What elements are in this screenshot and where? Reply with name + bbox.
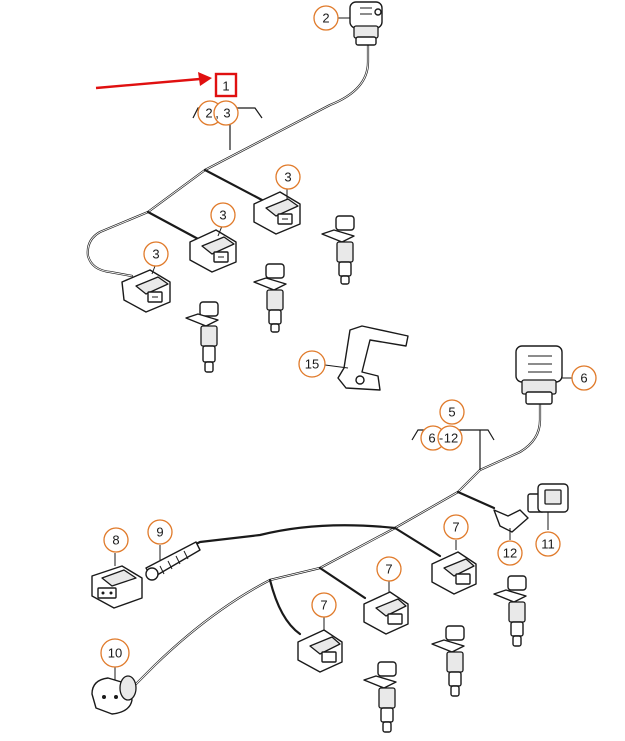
callout-9-label: 9	[156, 525, 163, 540]
callout-8[interactable]: 8	[103, 527, 129, 553]
callout-7-a-label: 7	[452, 520, 459, 535]
injector-upper-2	[253, 263, 287, 333]
callout-6-12-label-a: 6	[428, 431, 435, 446]
callout-6[interactable]: 6	[571, 365, 597, 391]
callout-5[interactable]: 5	[439, 399, 465, 425]
callout-2-3-label-b: 3	[223, 106, 230, 121]
svg-text:,: ,	[215, 106, 219, 121]
connector-7-a[interactable]	[431, 551, 477, 595]
callout-6-label: 6	[580, 371, 587, 386]
callout-2-3-label-a: 2	[205, 106, 212, 121]
connector-7-b[interactable]	[363, 591, 409, 635]
bracket-15[interactable]	[337, 325, 409, 391]
callout-8-label: 8	[112, 533, 119, 548]
callout-3-a[interactable]: 3	[143, 241, 169, 267]
callout-12-label: 12	[503, 546, 517, 561]
callout-2-label: 2	[322, 11, 329, 26]
callout-15-label: 15	[305, 357, 319, 372]
callout-7-b-label: 7	[385, 562, 392, 577]
leader-lines	[114, 17, 572, 680]
callout-3-a-label: 3	[152, 247, 159, 262]
callout-1-highlighted[interactable]: 1	[214, 72, 238, 98]
connector-7-c[interactable]	[297, 629, 343, 673]
callout-7-b[interactable]: 7	[376, 556, 402, 582]
elbow-connector-12[interactable]	[493, 509, 529, 533]
callout-6-12[interactable]: 6 - 12	[420, 425, 463, 451]
connector-11[interactable]	[527, 483, 569, 513]
callout-2-3[interactable]: 2 , 3	[197, 100, 239, 126]
callout-11[interactable]: 11	[535, 531, 561, 557]
connector-6[interactable]	[515, 345, 563, 405]
callout-6-12-sep: -	[439, 431, 443, 446]
callout-3-c-label: 3	[284, 170, 291, 185]
connector-3-a[interactable]	[121, 269, 171, 313]
injector-upper-3	[321, 215, 355, 285]
connector-3-b[interactable]	[189, 229, 237, 273]
callout-3-c[interactable]: 3	[275, 164, 301, 190]
callout-3-b-label: 3	[219, 208, 226, 223]
callout-15[interactable]: 15	[298, 350, 326, 378]
injector-lower-1	[493, 575, 527, 647]
connector-2-top[interactable]	[349, 1, 383, 46]
callout-7-c[interactable]: 7	[311, 592, 337, 618]
callout-10[interactable]: 10	[100, 638, 130, 668]
injector-lower-3	[363, 661, 397, 733]
callout-3-b[interactable]: 3	[210, 202, 236, 228]
callout-2-top[interactable]: 2	[313, 5, 339, 31]
callout-9[interactable]: 9	[147, 519, 173, 545]
sensor-9[interactable]	[145, 541, 201, 581]
lower-harness	[133, 398, 542, 687]
callout-12[interactable]: 12	[497, 540, 523, 566]
callout-1-label: 1	[222, 79, 229, 94]
callout-7-a[interactable]: 7	[443, 514, 469, 540]
connector-8[interactable]	[91, 565, 143, 609]
callout-5-label: 5	[448, 405, 455, 420]
connector-10[interactable]	[91, 675, 137, 715]
callout-7-c-label: 7	[320, 598, 327, 613]
callout-6-12-label-b: 12	[444, 431, 458, 446]
connector-3-c[interactable]	[253, 191, 301, 235]
injector-upper-1	[185, 301, 219, 373]
highlight-arrow	[95, 72, 212, 90]
callout-11-label: 11	[541, 537, 555, 552]
injector-lower-2	[431, 625, 465, 697]
callout-10-label: 10	[108, 646, 122, 661]
